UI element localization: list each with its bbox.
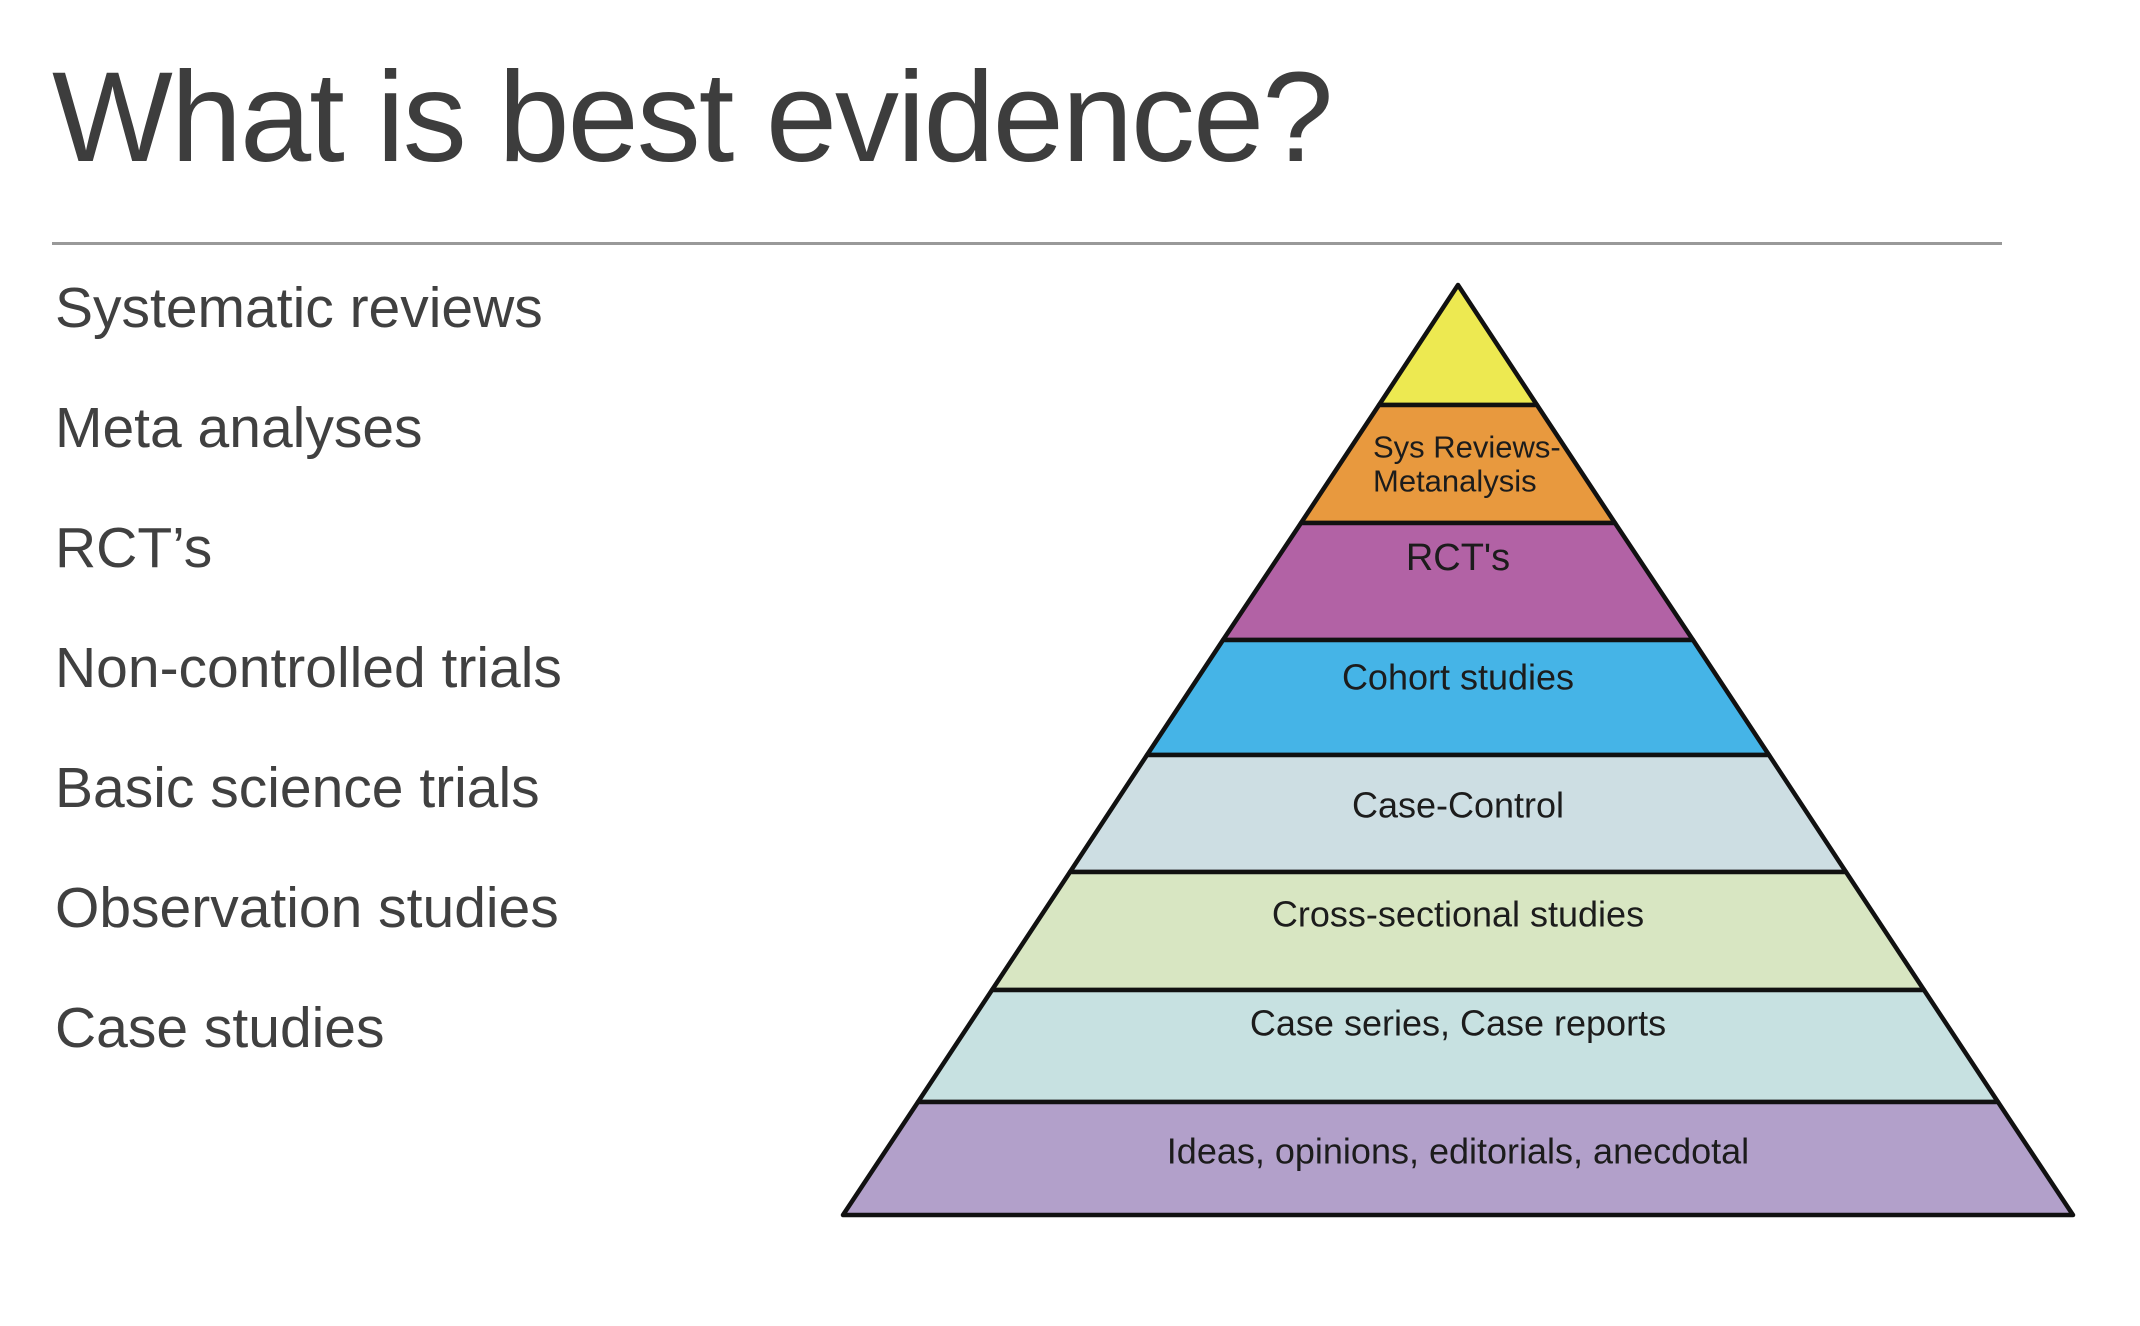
list-item: RCT’s [55,516,213,580]
pyramid-label-rct: RCT's [1406,537,1510,579]
slide-title: What is best evidence? [52,46,1333,189]
pyramid-level-ideas [840,1099,2076,1218]
title-divider [52,242,2002,245]
evidence-pyramid-diagram: Sys Reviews- Metanalysis RCT's Cohort st… [840,282,2076,1218]
pyramid-label-cohort: Cohort studies [1342,657,1574,698]
pyramid-label-sys-reviews-line2: Metanalysis [1373,464,1537,499]
list-item: Meta analyses [55,396,423,460]
list-item: Observation studies [55,876,559,940]
pyramid-level-apex [1376,282,1540,408]
list-item: Basic science trials [55,756,540,820]
pyramid-label-case-series: Case series, Case reports [1250,1003,1666,1044]
pyramid-label-sys-reviews-line1: Sys Reviews- [1373,430,1561,465]
pyramid-label-ideas: Ideas, opinions, editorials, anecdotal [1167,1131,1749,1172]
pyramid-label-case-control: Case-Control [1352,785,1564,826]
list-item: Non-controlled trials [55,636,562,700]
pyramid-label-cross-sectional: Cross-sectional studies [1272,894,1644,935]
list-item: Systematic reviews [55,276,543,340]
list-item: Case studies [55,996,385,1060]
bullet-list: Systematic reviews Meta analyses RCT’s N… [55,248,562,1088]
